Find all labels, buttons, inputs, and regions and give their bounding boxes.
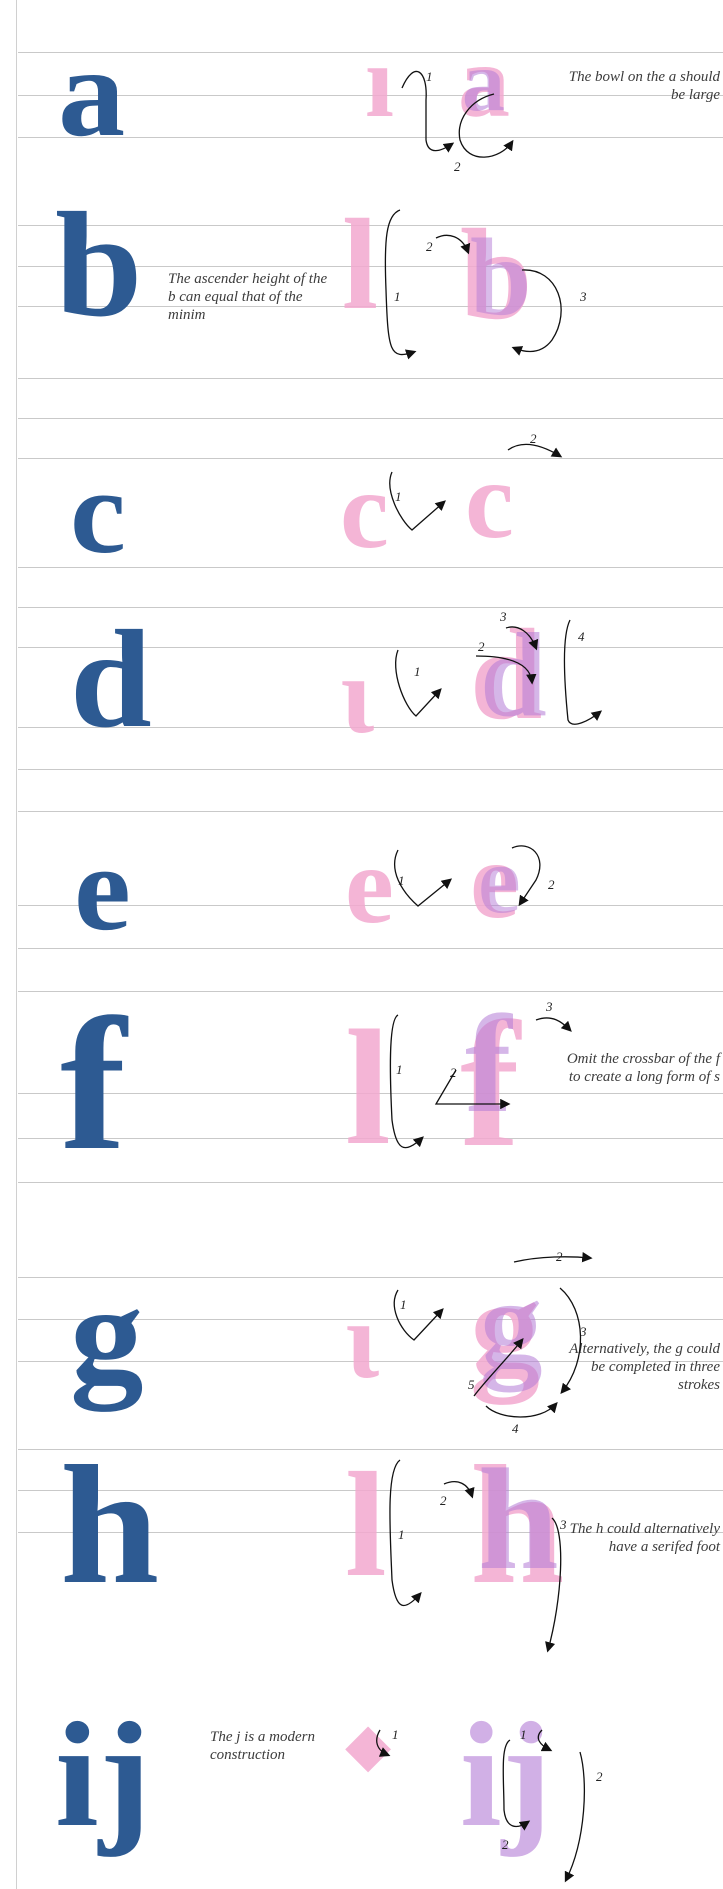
calligraphy-guide-page: a ı a a The bowl on the a should be larg… [0,0,723,1889]
stroke-direction-arrows [0,0,723,1889]
